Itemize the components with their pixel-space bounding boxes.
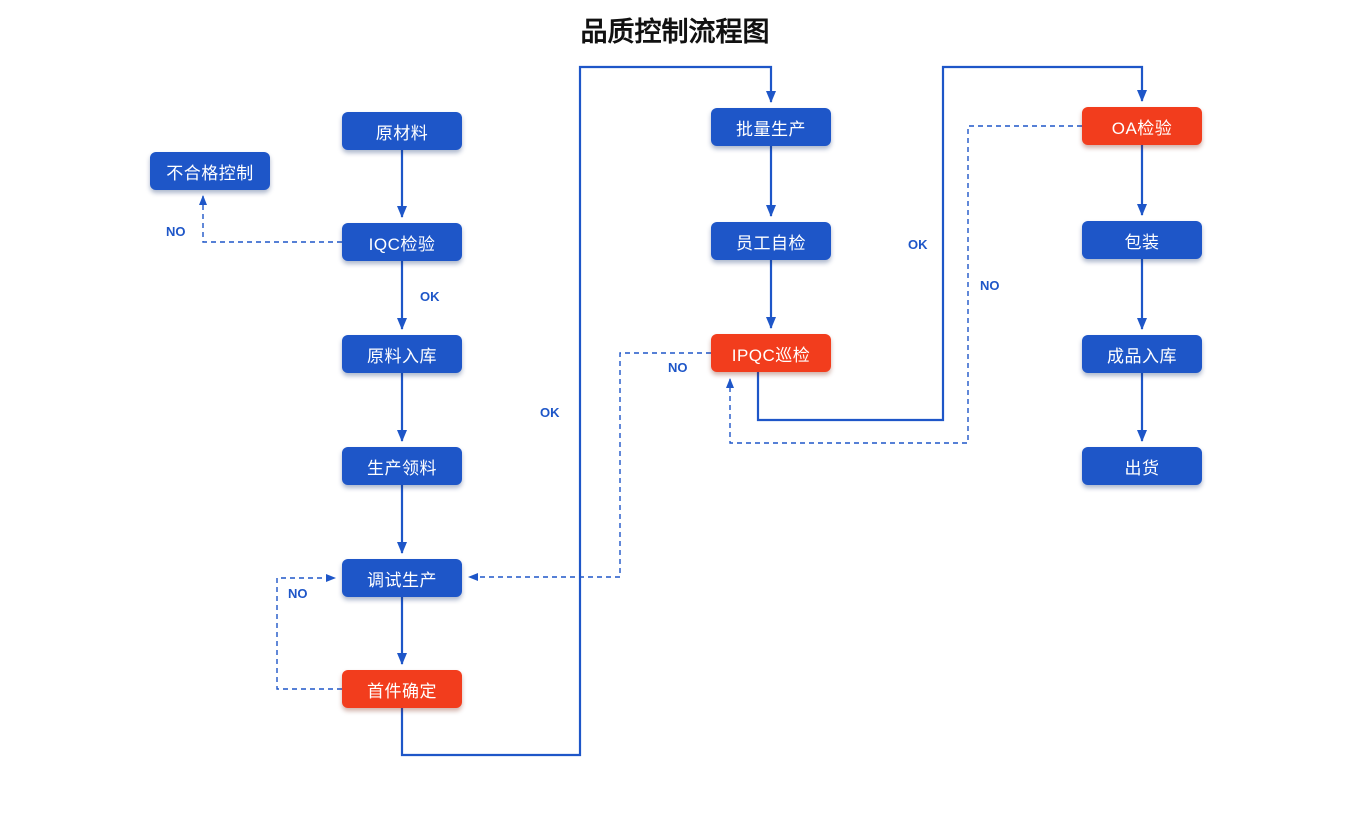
edge-label-iqc-ok: OK [420,289,440,304]
page-title: 品质控制流程图 [580,17,770,47]
edge-ipqc-to-oa-ok [756,65,1147,422]
edge-label-ipqc-ok: OK [908,237,928,252]
node-shipment: 出货 [1082,447,1202,485]
node-trial-production: 调试生产 [342,559,462,597]
edge-first-to-trial-no [276,574,342,690]
node-packaging: 包装 [1082,221,1202,259]
edge-label-first-ok: OK [540,405,560,420]
edge-ipqc-to-trial-no [468,352,711,581]
node-iqc-inspection: IQC检验 [342,223,462,261]
node-finished-goods-storage: 成品入库 [1082,335,1202,373]
node-employee-self-check: 员工自检 [711,222,831,260]
edge-label-ipqc-no: NO [668,360,688,375]
node-raw-material: 原材料 [342,112,462,150]
edge-label-iqc-no: NO [166,224,186,239]
edge-iqc-to-nonconforming-no [199,195,342,243]
node-oa-inspection: OA检验 [1082,107,1202,145]
node-ipqc-patrol: IPQC巡检 [711,334,831,372]
node-production-picking: 生产领料 [342,447,462,485]
edge-label-oa-no: NO [980,278,1000,293]
node-material-storage: 原料入库 [342,335,462,373]
node-mass-production: 批量生产 [711,108,831,146]
node-first-article-confirm: 首件确定 [342,670,462,708]
edge-label-first-no: NO [288,586,308,601]
node-nonconforming-control: 不合格控制 [150,152,270,190]
edge-oa-to-ipqc-no [726,125,1082,444]
edge-first-to-mass-ok [400,65,776,757]
